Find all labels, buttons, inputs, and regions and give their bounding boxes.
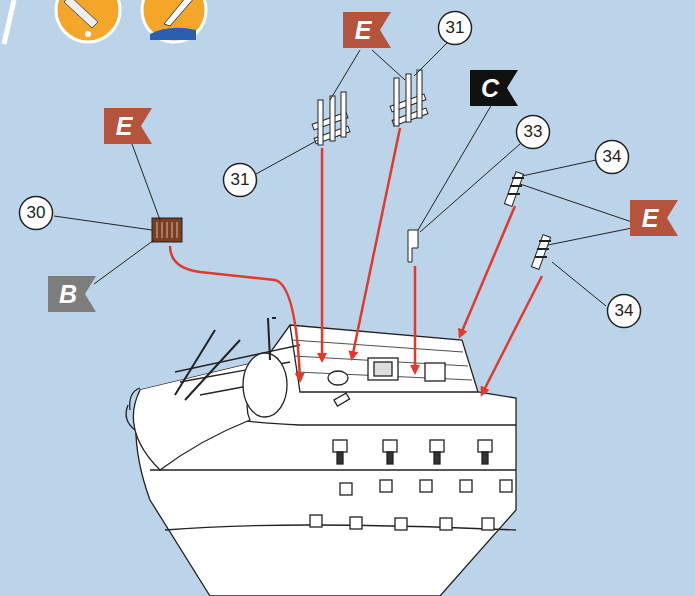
hatch-inner xyxy=(374,362,392,376)
circle-outline xyxy=(20,197,53,230)
circle-outline xyxy=(224,164,257,197)
glue-icon xyxy=(56,0,120,42)
deck-gun xyxy=(334,393,350,406)
corner-slash xyxy=(4,0,14,44)
assembly-arrows xyxy=(170,128,542,394)
carving xyxy=(126,388,140,430)
flag-fill xyxy=(470,70,518,106)
callout-circle: 34 xyxy=(594,139,630,175)
callout-circle: 34 xyxy=(606,293,642,329)
flag-marker: C xyxy=(470,70,518,106)
flag-letter: C xyxy=(481,74,499,103)
flagstaff xyxy=(268,318,276,360)
paint-brush xyxy=(164,0,196,26)
callout-circle: 30 xyxy=(18,195,54,231)
callout-number: 31 xyxy=(446,18,465,38)
hatch xyxy=(368,358,398,380)
lantern-housing xyxy=(243,353,287,417)
capstan xyxy=(328,371,348,385)
callout-number: 31 xyxy=(231,170,250,190)
part-34-top xyxy=(504,172,524,207)
part-34-bottom xyxy=(531,235,551,270)
gun-ports xyxy=(310,440,512,530)
part-30-grating xyxy=(152,218,182,242)
flag-marker: B xyxy=(48,276,96,312)
flag-fill xyxy=(343,12,391,48)
flag-letter: B xyxy=(59,280,77,309)
cannons xyxy=(337,452,488,464)
paint-icon xyxy=(142,0,206,42)
flag-fill xyxy=(104,108,152,144)
flag-marker: E xyxy=(104,108,152,144)
flag-letter: E xyxy=(642,204,659,233)
boom xyxy=(175,330,240,400)
circle-outline xyxy=(596,141,629,174)
flag-fill xyxy=(630,200,678,236)
circle-outline xyxy=(608,295,641,328)
parts xyxy=(152,70,551,269)
flag-marker: E xyxy=(630,200,678,236)
deck-edge xyxy=(290,325,478,392)
glue-drop xyxy=(85,31,91,37)
part-33 xyxy=(408,230,418,262)
hatch-small xyxy=(425,363,445,381)
circle-outline xyxy=(517,116,550,149)
callout-circle: 33 xyxy=(515,114,551,150)
part-31-right xyxy=(390,70,428,126)
part-31-left xyxy=(312,92,350,145)
flag-letter: E xyxy=(116,112,133,141)
leader-lines xyxy=(54,40,632,306)
callout-number: 33 xyxy=(524,122,543,142)
flag-fill xyxy=(48,276,96,312)
grating-bars xyxy=(157,222,177,238)
callout-number: 30 xyxy=(27,203,46,223)
callout-number: 34 xyxy=(603,147,622,167)
flag-letter: E xyxy=(355,16,372,45)
flag-marker: E xyxy=(343,12,391,48)
glue-tube xyxy=(64,0,98,28)
callout-circle: 31 xyxy=(437,10,473,46)
hull xyxy=(136,325,516,596)
paint-stroke xyxy=(150,28,196,40)
deck-planks xyxy=(292,340,472,380)
callout-circle: 31 xyxy=(222,162,258,198)
callout-number: 34 xyxy=(615,301,634,321)
circle-outline xyxy=(439,12,472,45)
